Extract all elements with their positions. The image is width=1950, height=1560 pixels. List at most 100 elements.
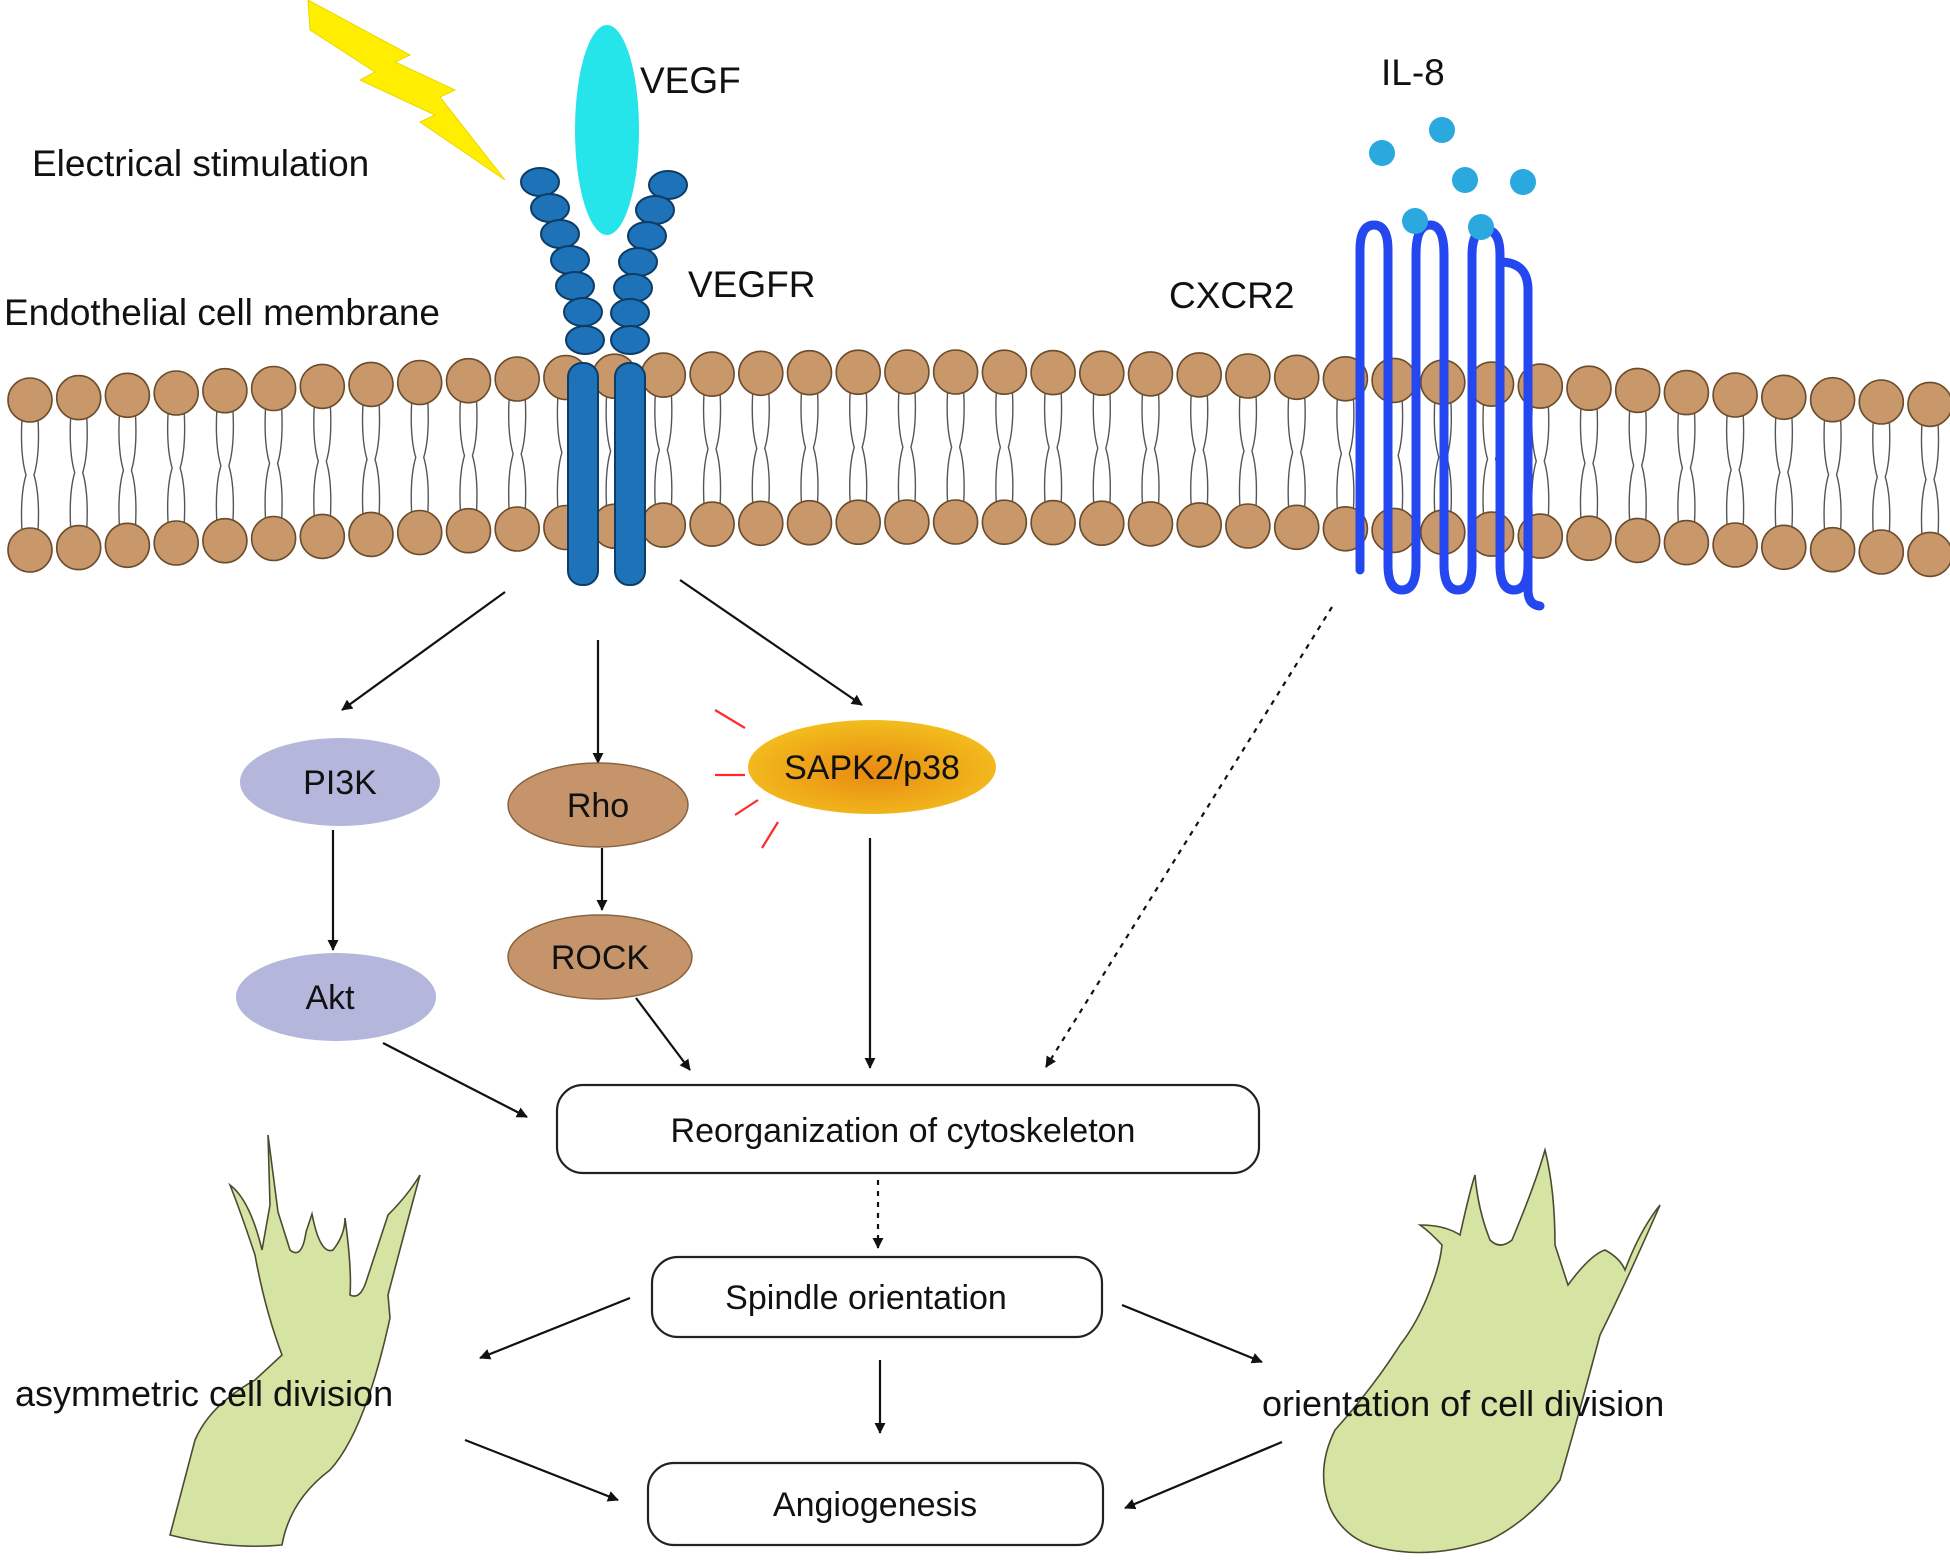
lipid-tail [264,406,283,521]
lipid-tail [410,400,429,515]
pi3k-node [240,738,440,826]
receptor-domain [648,170,688,200]
lipid-head [689,501,735,547]
lipid-head [348,361,394,408]
lipid-head [1371,357,1417,404]
rock-node [507,914,693,1000]
rock-label: ROCK [551,939,650,977]
receptor-domain [555,271,595,301]
lipid-head [932,499,979,545]
pi3k-label: PI3K [303,764,377,802]
arrow-orientation-to-angiogenesis [1124,1440,1283,1510]
lipid-head [786,499,833,546]
lipid-tail [1872,419,1891,535]
rho-node [507,762,689,848]
lipid-head [1566,365,1612,412]
lipid-head [1858,529,1905,575]
electrical-stimulation-label: Electrical stimulation [32,143,369,184]
lipid-head [396,509,443,556]
lipid-head [884,499,930,545]
lipid-tail [1579,406,1599,521]
lipid-tail [118,413,137,528]
lipid-head [1614,367,1661,414]
lipid-head [348,511,394,558]
lipid-head [1273,354,1320,401]
angiogenesis-box [646,1461,1105,1547]
arrow-akt-to-cytoskeleton [382,1042,528,1118]
lipid-head [1371,507,1417,554]
receptor-domain [540,219,580,249]
lipid-head [1127,501,1174,547]
lipid-head [1907,531,1950,578]
rho-label: Rho [567,787,629,825]
lipid-head [153,370,199,416]
receptor-domain [520,167,560,197]
lipid-tail [1774,415,1794,530]
lipid-head [1614,517,1661,564]
lipid-head [104,372,151,419]
lipid-head [7,527,53,573]
lipid-tail [1238,394,1258,509]
cytoskeleton-box [555,1083,1261,1175]
receptor-domain [635,195,675,225]
lipid-head [1225,503,1271,549]
lipid-tail [1043,390,1063,505]
lipid-head [396,359,443,406]
spindle-box [650,1255,1104,1339]
lipid-tail [1628,408,1647,523]
lipid-head [1030,349,1076,396]
lipid-head [202,517,248,564]
lipid-tail [1287,395,1306,510]
lipid-head [7,377,53,423]
lipid-tail [1141,391,1160,506]
il8-molecules [1369,117,1536,240]
right-cell-shape [1322,1146,1661,1554]
sapk-label: SAPK2/p38 [784,749,960,787]
lipid-head [835,349,882,396]
lipid-tail [1920,422,1940,537]
arrow-rock-to-cytoskeleton [635,997,691,1071]
lipid-tail [459,398,478,513]
lipid-tail [751,391,770,506]
akt-label: Akt [305,979,355,1017]
lipid-head [1176,502,1222,548]
lipid-head [104,522,151,569]
lipid-head [1273,504,1320,551]
arrow-spindle-to-orientation [1121,1303,1263,1364]
receptor-domain [610,298,650,328]
lipid-head [494,506,541,552]
orientation-label: orientation of cell division [1262,1383,1664,1424]
lipid-tail [507,397,527,512]
receptor-domain [530,193,570,223]
lipid-tail [800,390,819,505]
cxcr2-label: CXCR2 [1169,275,1294,316]
lipid-head [1176,352,1222,398]
lipid-head [640,352,687,398]
sapk-node [748,720,996,814]
lipid-tail [1092,391,1111,506]
lipid-head [884,349,930,395]
receptor-domain [550,245,590,275]
lipid-head [1225,353,1271,399]
membrane-label: Endothelial cell membrane [4,292,440,333]
spindle-label: Spindle orientation [725,1279,1007,1317]
sapk-activation-rays [714,709,779,849]
lipid-head [640,502,687,548]
angiogenesis-label: Angiogenesis [773,1486,977,1524]
lipid-tail [702,392,722,507]
lipid-head [445,507,492,554]
receptor-domain [627,221,667,251]
asymmetric-label: asymmetric cell division [15,1373,393,1414]
vegfr-receptor [520,167,688,586]
lipid-head [1907,381,1950,428]
lipid-head [1858,379,1905,425]
lipid-head [202,367,248,414]
receptor-domain [563,297,603,327]
lipid-tail [1190,392,1209,507]
arrow-cxcr2-to-cytoskeleton [1045,606,1333,1068]
lipid-tail [20,417,40,533]
il8-label: IL-8 [1381,52,1445,93]
lipid-tail [1677,410,1696,525]
lipid-tail [654,393,673,508]
lipid-head [299,363,346,410]
